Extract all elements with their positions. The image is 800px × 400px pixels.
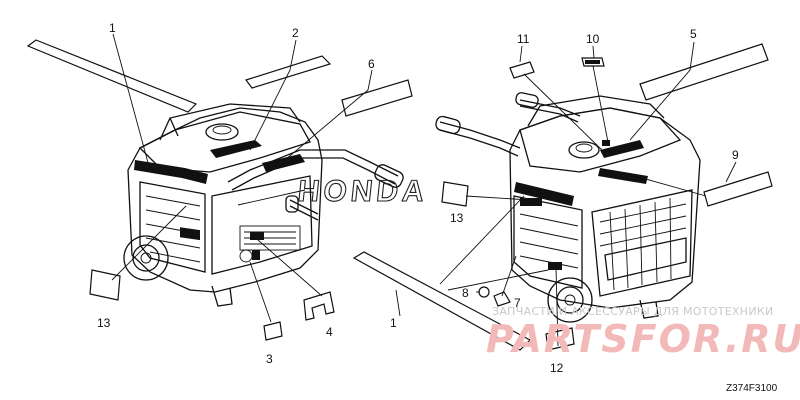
callout-2: 2 bbox=[292, 26, 299, 40]
diagram-code: Z374F3100 bbox=[726, 383, 778, 394]
watermark: ЗАПЧАСТИ И АКСЕССУАРЫ ДЛЯ МОТОТЕХНИКИ PA… bbox=[486, 305, 800, 361]
callout-8: 8 bbox=[462, 286, 469, 300]
callout-1-top: 1 bbox=[109, 21, 116, 35]
callout-12: 12 bbox=[550, 361, 564, 375]
sticker-shapes bbox=[26, 39, 773, 351]
callout-4: 4 bbox=[326, 325, 333, 339]
callout-1-bottom: 1 bbox=[390, 316, 397, 330]
callout-10: 10 bbox=[586, 32, 600, 46]
brand-lettering: HONDA bbox=[296, 175, 429, 208]
callout-3: 3 bbox=[266, 352, 273, 366]
watermark-subtitle: ЗАПЧАСТИ И АКСЕССУАРЫ ДЛЯ МОТОТЕХНИКИ bbox=[492, 305, 774, 318]
callout-9: 9 bbox=[732, 148, 739, 162]
callout-13-right: 13 bbox=[450, 211, 464, 225]
callout-11: 11 bbox=[517, 32, 530, 46]
callout-6: 6 bbox=[368, 57, 375, 71]
leader-lines bbox=[111, 33, 737, 347]
callout-5: 5 bbox=[690, 27, 697, 41]
right-generator bbox=[435, 92, 701, 323]
left-generator: HONDA bbox=[123, 103, 430, 307]
callout-numbers: 1 2 6 13 3 4 1 11 10 5 9 13 8 7 12 bbox=[97, 21, 739, 375]
watermark-logo: PARTSFOR.RU bbox=[486, 317, 800, 361]
callout-13-left: 13 bbox=[97, 316, 111, 330]
callout-7: 7 bbox=[514, 296, 521, 310]
